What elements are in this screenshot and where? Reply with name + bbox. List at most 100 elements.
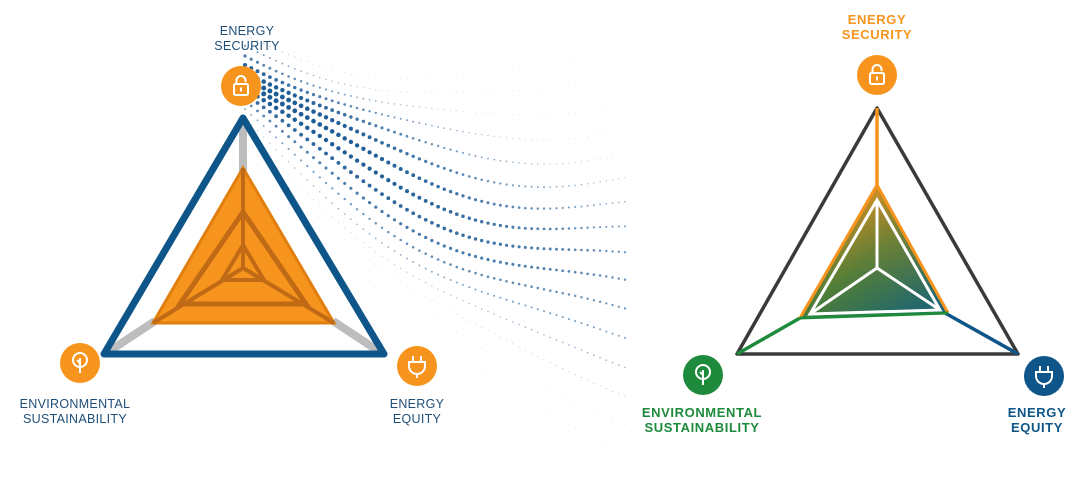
wave-dot [505,160,508,163]
wave-dot [436,241,440,245]
wave-dot [562,368,564,370]
wave-dot [250,157,252,159]
wave-dot [380,113,384,116]
wave-dot [449,263,452,266]
wave-dot [524,185,527,188]
wave-dot [387,78,389,80]
wave-dot [319,65,321,67]
wave-dot [581,430,582,432]
right-equity-plug-icon [1024,356,1064,396]
wave-dot [256,40,259,42]
wave-dot [481,91,483,93]
wave-dot [317,122,323,127]
wave-dot [593,410,595,412]
wave-dot [399,254,402,256]
wave-dot [599,413,601,415]
wave-dot [518,346,520,348]
wave-dot [592,226,596,229]
wave-dot [542,247,546,251]
wave-dot [350,244,352,246]
wave-dot [287,75,290,78]
wave-dot [493,294,496,297]
wave-dot [273,98,279,104]
wave-dot [568,371,570,373]
wave-dot [269,45,271,48]
wave-dot [437,92,439,94]
wave-dot [354,158,360,163]
wave-dot [461,267,465,271]
wave-dot [267,88,273,94]
wave-dot [448,209,453,214]
wave-dot [331,202,333,204]
wave-dot [336,132,341,138]
wave-dot [381,292,383,293]
wave-dot [330,156,335,161]
wave-dot [411,211,416,216]
wave-dot [493,377,495,379]
wave-dot [267,82,273,87]
wave-dot [549,139,551,141]
wave-dot [524,304,527,307]
wave-dot [599,203,601,206]
wave-dot [442,207,447,212]
wave-dot [400,91,402,93]
wave-dot [493,70,495,72]
wave-dot [587,160,589,162]
wave-dot [361,179,366,184]
wave-dot [624,366,626,369]
wave-dot [281,142,284,145]
wave-dot [462,317,464,319]
wave-dot [593,135,595,137]
wave-dot [349,115,353,119]
wave-dot [574,85,576,87]
wave-dot [293,77,297,81]
wave-dot [506,340,508,341]
wave-dot [344,260,346,262]
wave-dot [313,199,314,201]
left-label-sustainability-line2: SUSTAINABILITY [23,412,127,426]
wave-dot [480,178,483,181]
wave-dot [518,66,520,68]
wave-dot [355,117,359,121]
wave-dot [431,314,433,316]
wave-dot [337,192,340,195]
wave-dot [468,320,470,322]
wave-dot [536,227,540,231]
wave-dot [593,354,595,356]
wave-dot [442,244,446,248]
wave-dot [562,162,564,165]
wave-dot [586,248,589,252]
wave-dot [511,225,515,229]
wave-dot [375,275,377,277]
wave-dot [605,330,608,333]
wave-dot [269,187,271,189]
wave-dot [263,136,265,138]
wave-dot [423,198,428,203]
wave-dot [568,112,570,114]
wave-dot [511,205,515,209]
wave-dot [286,83,291,87]
wave-dot [244,34,246,36]
wave-dot [618,393,620,395]
wave-dot [512,161,514,164]
wave-dot [344,239,346,241]
wave-dot [493,354,495,356]
left-trilemma-triangle [100,114,388,358]
wave-dot [599,328,602,331]
wave-dot [425,78,427,79]
wave-dot [436,258,440,261]
wave-dot [386,128,390,132]
right-label-sustainability-line2: SUSTAINABILITY [644,420,760,435]
wave-dot [268,130,271,133]
wave-dot [580,161,582,163]
wave-dot [269,142,271,145]
wave-dot [400,293,402,295]
wave-dot [412,120,415,123]
wave-dot [511,262,515,266]
right-sustainability-tree-icon [683,355,723,395]
wave-dot [392,163,397,168]
wave-dot [261,97,266,103]
wave-dot [593,382,595,384]
wave-dot [342,150,347,155]
wave-dot [455,231,459,235]
